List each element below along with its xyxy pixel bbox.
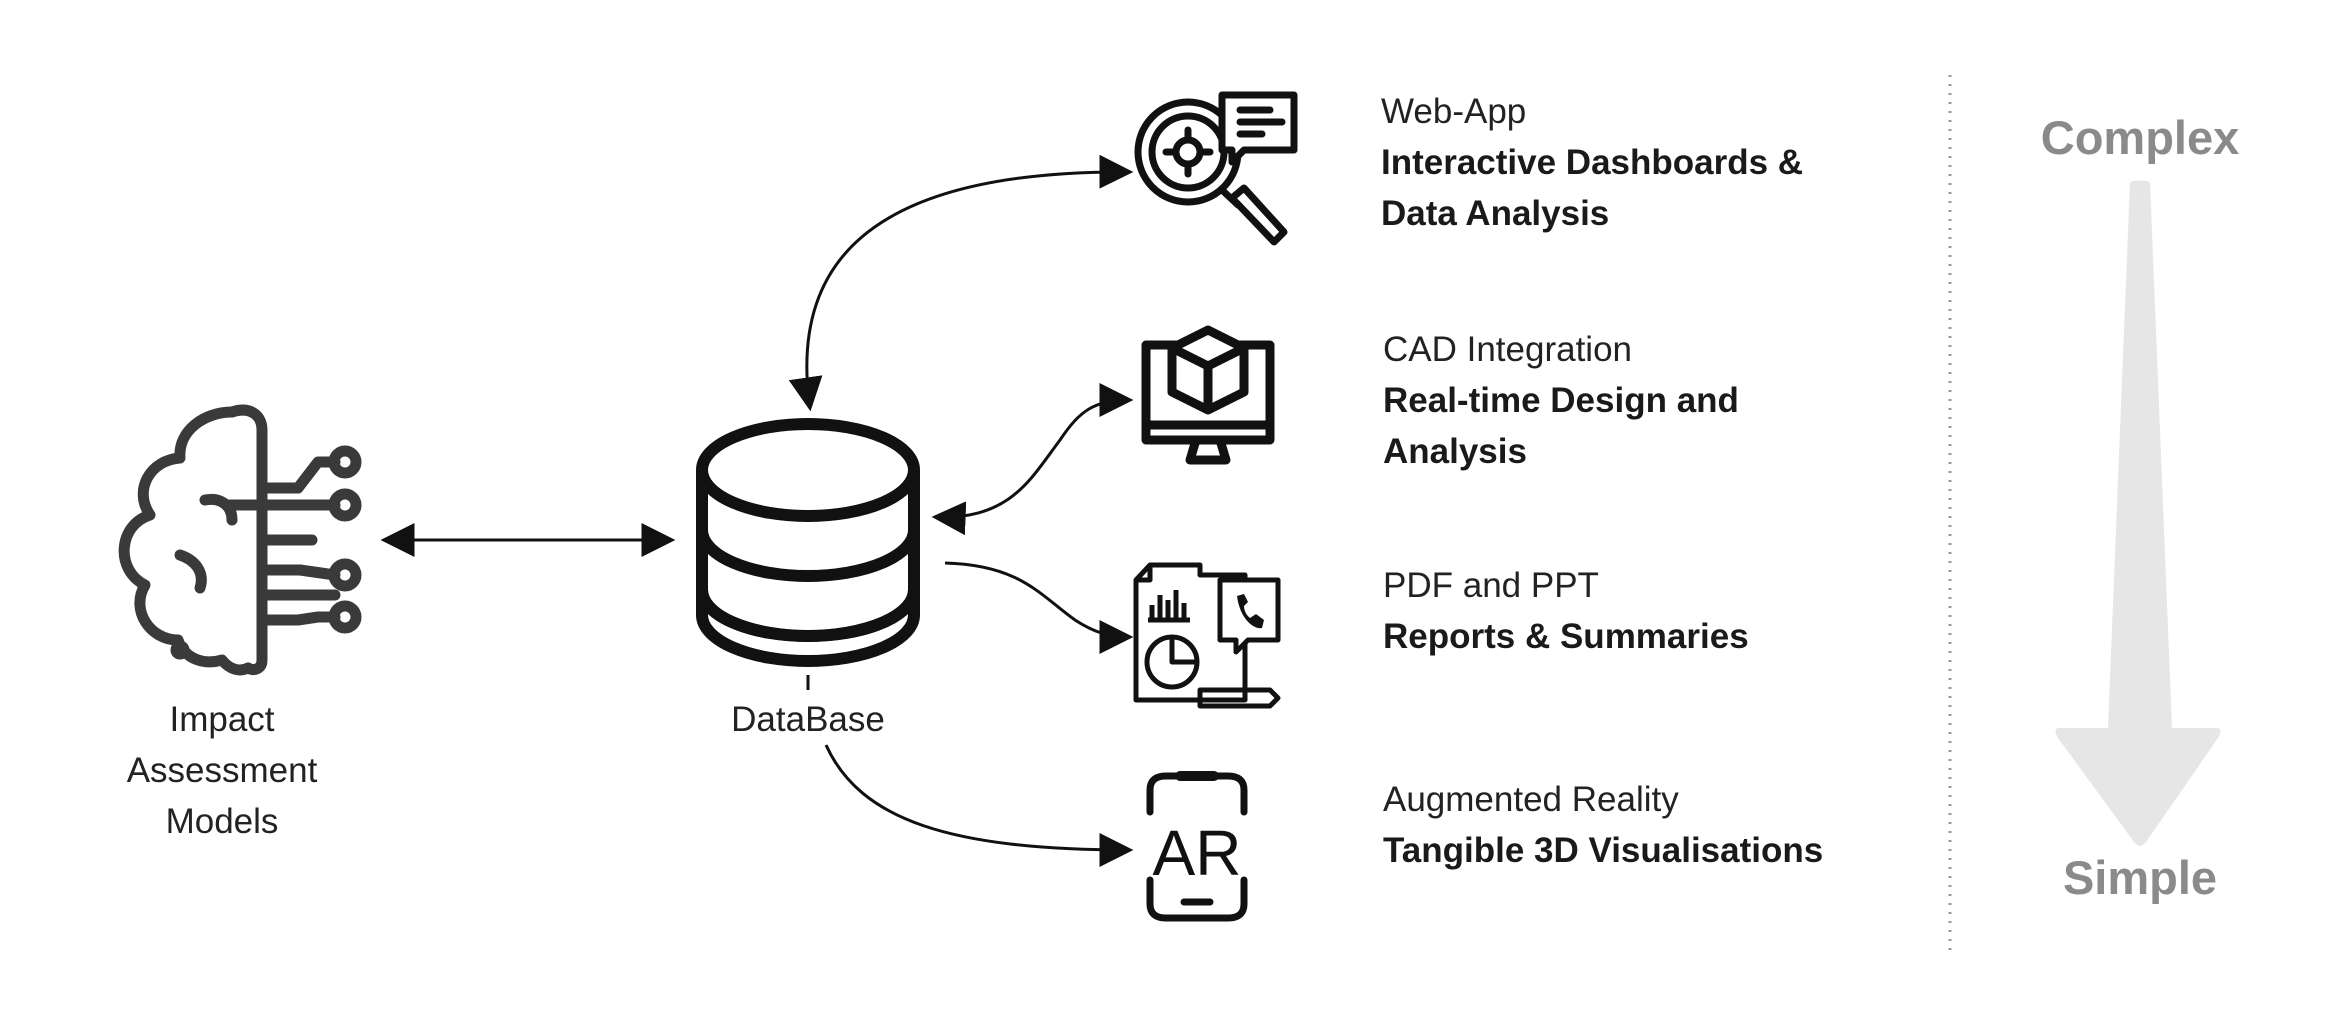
ar-icon-text: AR xyxy=(1153,817,1242,889)
output-head: Data Analysis xyxy=(1381,194,1610,233)
source-label-line: Impact xyxy=(169,700,275,739)
output-head: Analysis xyxy=(1383,432,1527,471)
database-label: DataBase xyxy=(731,700,885,739)
output-sub: CAD Integration xyxy=(1383,330,1633,369)
source-label-line: Assessment xyxy=(126,751,318,790)
output-sub: Web-App xyxy=(1381,92,1527,131)
output-sub: Augmented Reality xyxy=(1383,780,1679,819)
complexity-arrow xyxy=(2055,180,2221,846)
source-label-line: Models xyxy=(165,802,279,841)
output-head: Reports & Summaries xyxy=(1383,617,1749,656)
scale-top-label: Complex xyxy=(2040,111,2240,164)
db-cad-arrow xyxy=(931,383,1134,536)
db-webapp-arrow xyxy=(788,154,1134,412)
output-cad: CAD Integration Real-time Design and Ana… xyxy=(1383,324,1739,477)
source-label: Impact Assessment Models xyxy=(92,694,352,847)
analytics-magnifier-icon xyxy=(1134,91,1298,246)
database-icon xyxy=(696,418,920,667)
output-sub: PDF and PPT xyxy=(1383,566,1599,605)
monitor-3d-cube-icon xyxy=(1141,325,1275,465)
output-head: Tangible 3D Visualisations xyxy=(1383,831,1824,870)
ar-phone-icon xyxy=(1146,771,1248,922)
output-webapp: Web-App Interactive Dashboards & Data An… xyxy=(1381,86,1803,239)
output-head: Real-time Design and xyxy=(1383,381,1739,420)
db-ar-arrow xyxy=(824,744,1134,867)
ai-brain-circuit-icon xyxy=(118,404,362,676)
report-document-icon xyxy=(1133,562,1281,709)
output-ar: Augmented Reality Tangible 3D Visualisat… xyxy=(1383,774,1823,876)
output-head: Interactive Dashboards & xyxy=(1381,143,1804,182)
db-pdf-arrow xyxy=(944,561,1134,654)
scale-bottom-label: Simple xyxy=(2062,851,2218,904)
output-pdf-ppt: PDF and PPT Reports & Summaries xyxy=(1383,560,1749,662)
